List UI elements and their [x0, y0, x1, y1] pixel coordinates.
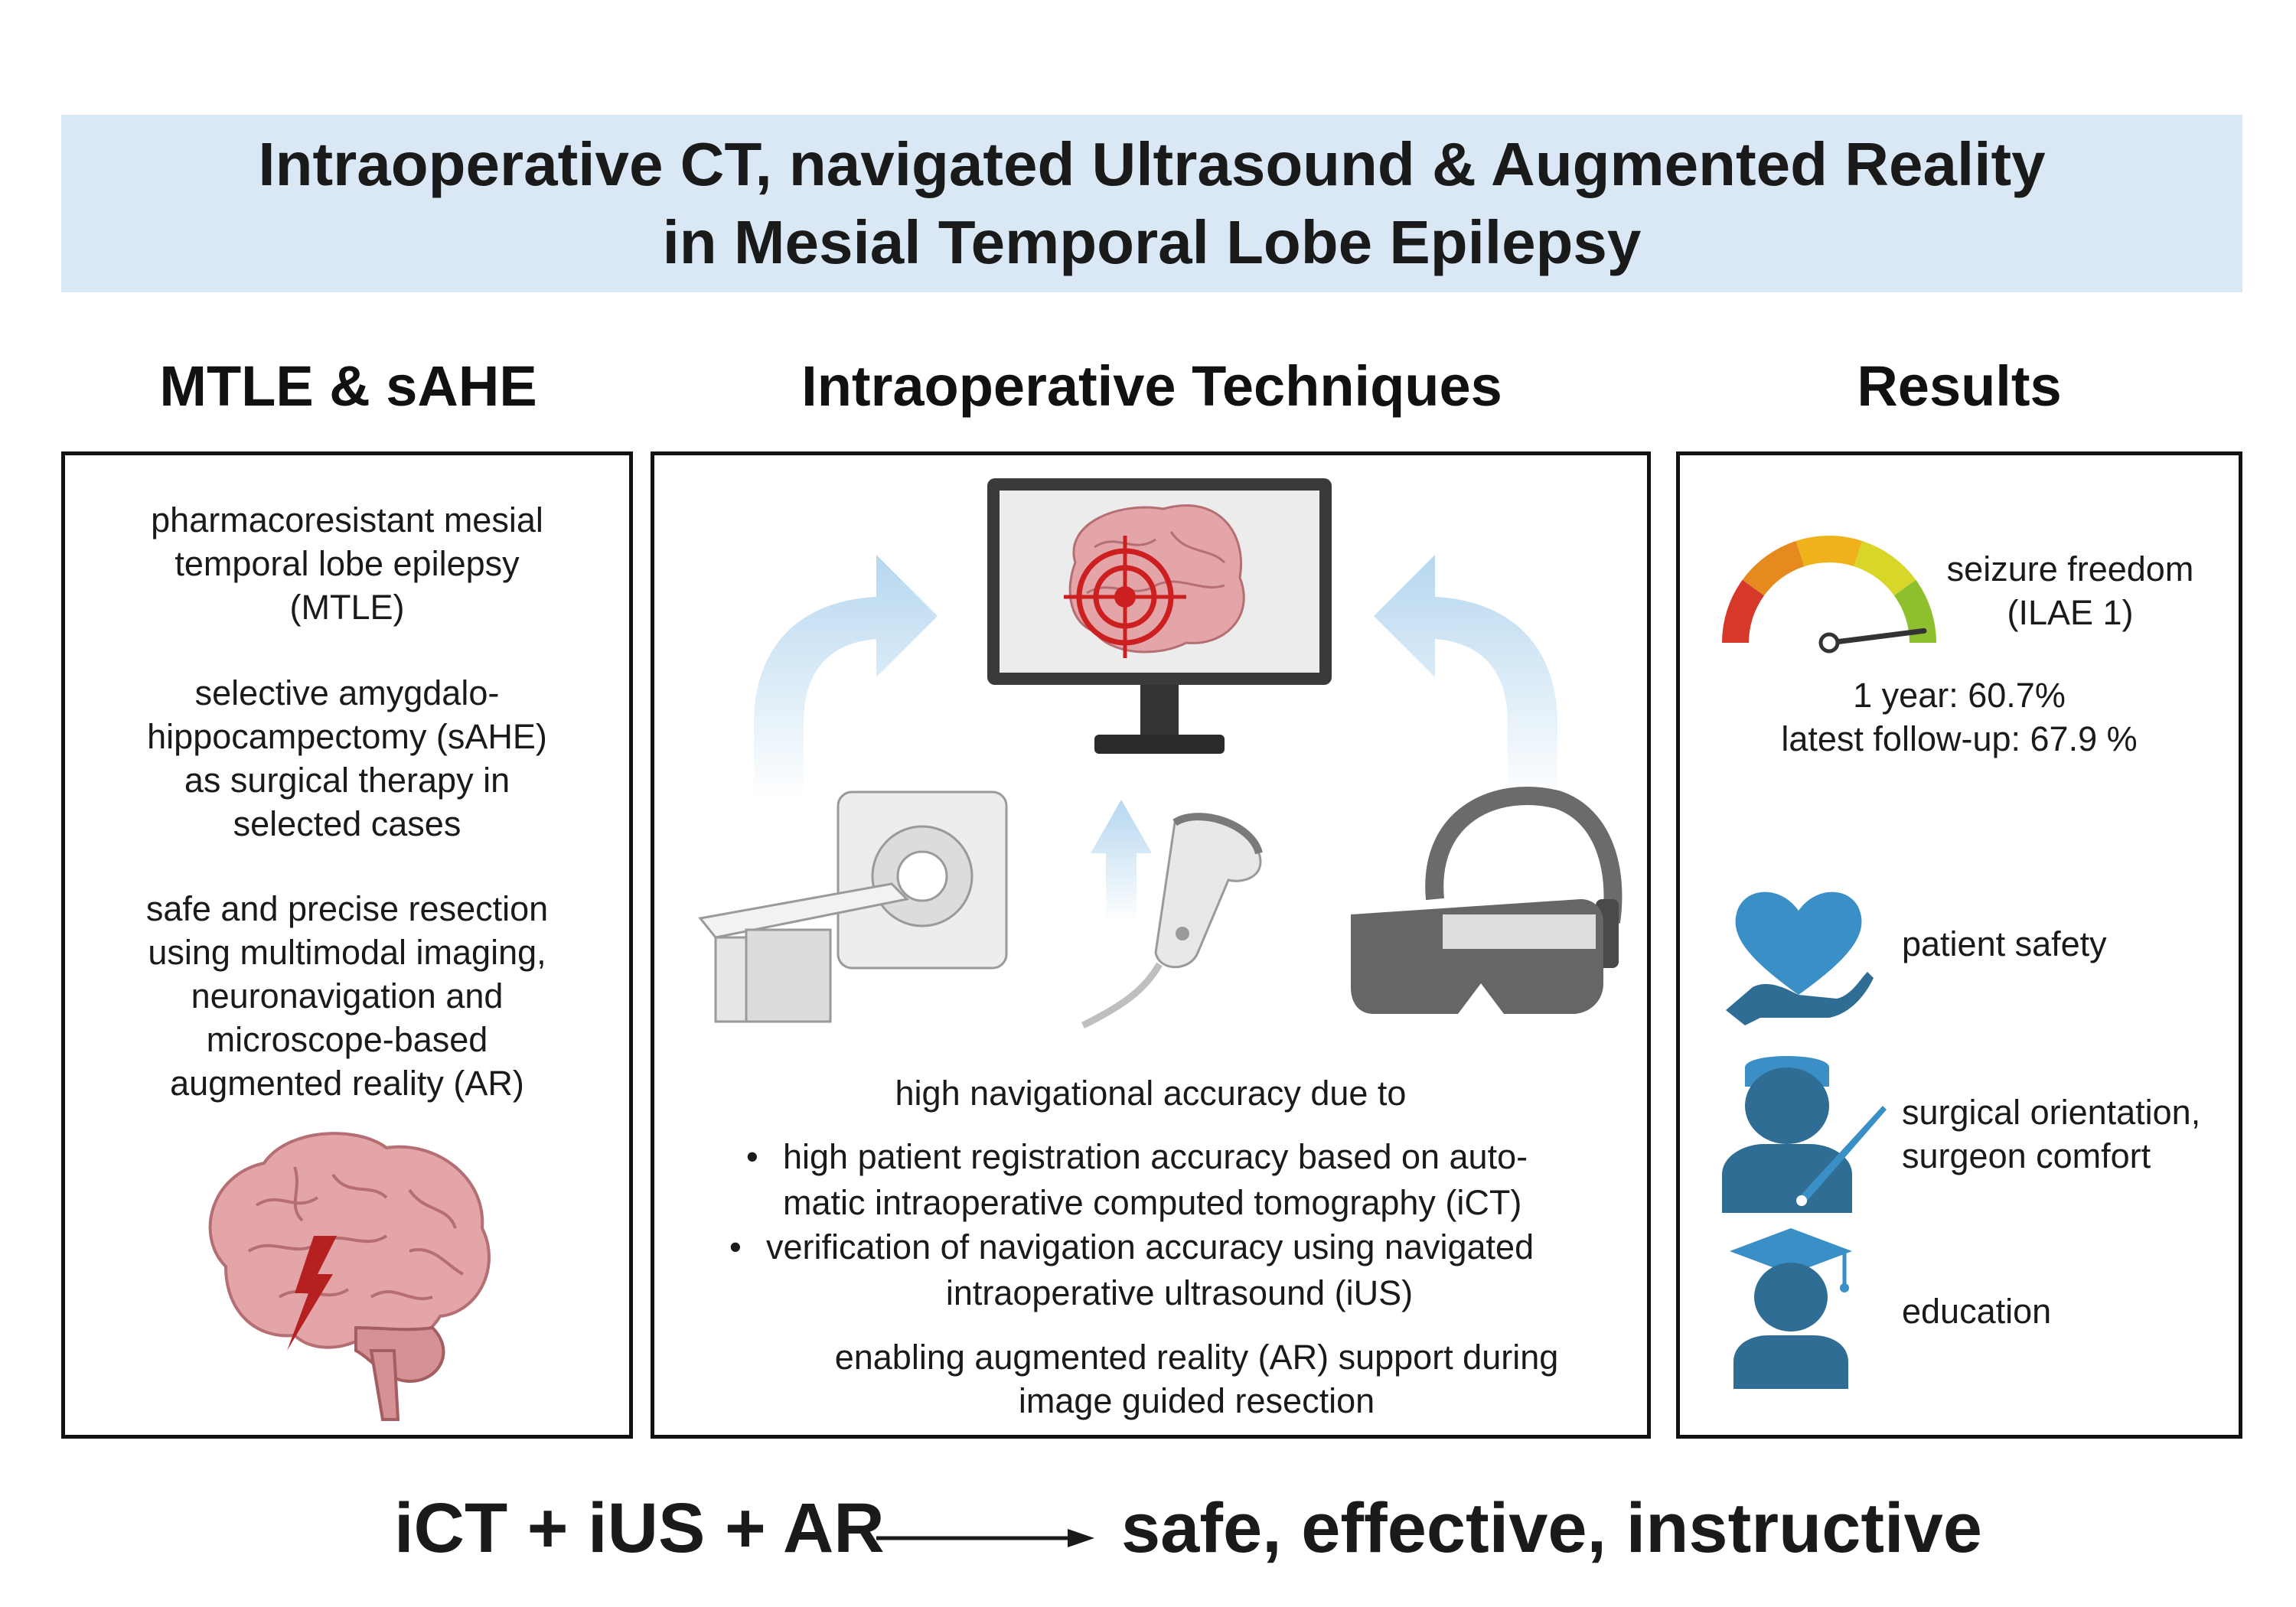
result-patient-safety: patient safety [1902, 924, 2107, 963]
left-p1-line: (MTLE) [289, 588, 405, 627]
bullet-2: • verification of navigation accuracy us… [729, 1224, 1639, 1316]
left-p2-line: hippocampectomy (sAHE) [147, 717, 547, 756]
gauge-segment [1742, 540, 1805, 596]
gauge-values: 1 year: 60.7% latest follow-up: 67.9 % [1680, 673, 2239, 761]
title-line-2: in Mesial Temporal Lobe Epilepsy [662, 208, 1642, 276]
gauge-segment [1893, 579, 1936, 643]
gauge-label-line: (ILAE 1) [2007, 593, 2134, 632]
left-p2-line: as surgical therapy in [184, 761, 510, 800]
gauge-value-1year: 1 year: 60.7% [1853, 676, 2066, 715]
left-p3-line: microscope-based [206, 1020, 488, 1059]
closing-line: image guided resection [1018, 1381, 1375, 1420]
middle-panel: high navigational accuracy due to • high… [651, 451, 1651, 1439]
left-p2-line: selected cases [233, 804, 461, 843]
result-surgical-line: surgeon comfort [1902, 1136, 2151, 1175]
result-surgical-line: surgical orientation, [1902, 1093, 2201, 1132]
ct-scanner-icon [698, 790, 1008, 1023]
techniques-closing: enabling augmented reality (AR) support … [700, 1335, 1693, 1423]
title-banner: Intraoperative CT, navigated Ultrasound … [61, 115, 2242, 292]
brain-with-lightning-icon [208, 1132, 491, 1421]
bullet-1-line: matic intraoperative computed tomography… [783, 1183, 1522, 1222]
gauge-segment [1854, 540, 1916, 596]
up-arrow-icon [1091, 800, 1152, 922]
left-paragraph-3: safe and precise resection using multimo… [65, 887, 629, 1105]
gauge-segment [1722, 579, 1765, 643]
vr-headset-icon [1351, 787, 1623, 1014]
monitor-icon [987, 478, 1332, 754]
title-line-1: Intraoperative CT, navigated Ultrasound … [258, 130, 2046, 198]
left-p2-line: selective amygdalo- [194, 673, 500, 712]
left-paragraph-1: pharmacoresistant mesial temporal lobe e… [65, 498, 629, 629]
gauge-label-line: seizure freedom [1946, 549, 2194, 588]
result-surgical: surgical orientation, surgeon comfort [1902, 1090, 2200, 1178]
left-panel: pharmacoresistant mesial temporal lobe e… [61, 451, 633, 1439]
arrow-right-icon [876, 1529, 1094, 1547]
summary-right: safe, effective, instructive [1121, 1489, 1982, 1567]
gauge-needle [1826, 627, 1927, 646]
bullet-dot: • [729, 1227, 742, 1266]
graduate-icon [1730, 1228, 1852, 1389]
gauge-label: seizure freedom (ILAE 1) [1910, 547, 2231, 634]
gauge-segment [1795, 536, 1863, 567]
bullet-2-line: intraoperative ultrasound (iUS) [945, 1273, 1414, 1312]
surgeon-icon [1722, 1056, 1887, 1213]
gauge-hub [1818, 632, 1840, 654]
gauge-value-latest: latest follow-up: 67.9 % [1781, 719, 2138, 758]
left-p3-line: neuronavigation and [191, 976, 504, 1015]
right-panel: seizure freedom (ILAE 1) 1 year: 60.7% l… [1676, 451, 2242, 1439]
ultrasound-probe-icon [1081, 813, 1263, 1029]
heart-hand-icon [1726, 892, 1874, 1025]
left-p3-line: using multimodal imaging, [148, 933, 546, 972]
closing-line: enabling augmented reality (AR) support … [834, 1338, 1559, 1377]
left-p1-line: temporal lobe epilepsy [174, 544, 520, 583]
result-education: education [1902, 1292, 2052, 1331]
brain-target-icon [1064, 504, 1245, 658]
bullet-1-line: high patient registration accuracy based… [783, 1137, 1528, 1176]
middle-heading: Intraoperative Techniques [801, 354, 1502, 418]
bullet-2-line: verification of navigation accuracy usin… [766, 1227, 1534, 1266]
curved-arrow-right-icon [1374, 555, 1557, 800]
left-p3-line: augmented reality (AR) [170, 1064, 524, 1103]
bullet-dot: • [746, 1137, 758, 1176]
left-paragraph-2: selective amygdalo- hippocampectomy (sAH… [65, 671, 629, 846]
left-p1-line: pharmacoresistant mesial [151, 500, 543, 539]
curved-arrow-left-icon [754, 555, 938, 800]
left-heading: MTLE & sAHE [159, 354, 537, 418]
gauge-icon [1722, 536, 1936, 654]
techniques-intro: high navigational accuracy due to [895, 1074, 1407, 1113]
bullet-1: • high patient registration accuracy bas… [746, 1134, 1528, 1226]
left-p3-line: safe and precise resection [145, 889, 549, 928]
right-heading: Results [1857, 354, 2062, 418]
summary-left: iCT + iUS + AR [394, 1489, 885, 1567]
